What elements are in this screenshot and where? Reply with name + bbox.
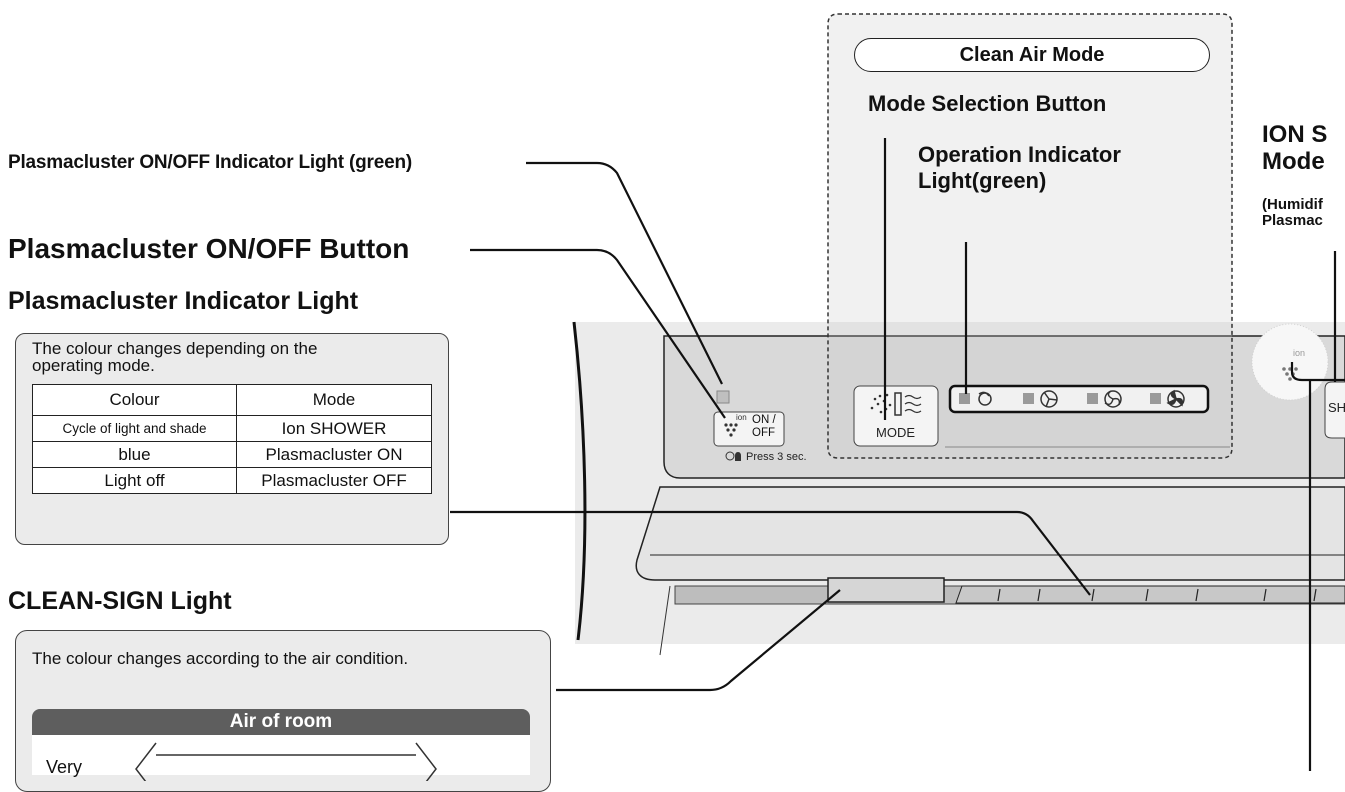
- table-cell: Cycle of light and shade: [32, 415, 237, 442]
- label-operation-indicator-1: Operation Indicator: [918, 142, 1121, 167]
- indicator-bar: [948, 384, 1210, 414]
- onoff-button-shape: [713, 411, 785, 447]
- clean-sign-window: [827, 577, 945, 603]
- indicator-leds: [959, 393, 1161, 404]
- callout-line-ion-button: [1290, 362, 1345, 382]
- air-scale-left-label: Very: [46, 757, 83, 777]
- label-operation-indicator-2: Light(green): [918, 168, 1047, 193]
- onoff-ion-tag: ion: [736, 413, 747, 422]
- ion-icon-tag: ion: [1293, 348, 1306, 358]
- clean-air-dashed-box: [827, 13, 1233, 459]
- grape-cluster-icon: [724, 423, 738, 437]
- label-ion-note-1: (Humidif: [1262, 196, 1323, 213]
- fan-swirl-icon: [978, 391, 992, 406]
- mode-button-shape: [853, 385, 939, 447]
- label-clean-sign-light: CLEAN-SIGN Light: [8, 587, 232, 615]
- press-hint: Press 3 sec.: [746, 451, 807, 463]
- pc-indicator-intro: The colour changes depending on the oper…: [32, 339, 318, 375]
- table-cell: Plasmacluster ON: [236, 441, 432, 468]
- fan-mid-icon: [1104, 390, 1122, 408]
- table-cell: Plasmacluster OFF: [236, 467, 432, 494]
- label-ion-shower-2: Mode: [1262, 148, 1325, 175]
- device-inner-edge: [659, 585, 671, 656]
- fan-high-icon: [1166, 389, 1185, 408]
- device-left-edge: [572, 321, 587, 641]
- pc-indicator-callout: The colour changes depending on the oper…: [15, 333, 449, 545]
- clean-sign-callout: The colour changes according to the air …: [15, 630, 551, 792]
- bulb-icon: [725, 451, 741, 461]
- table-header-cell: Colour: [32, 384, 237, 416]
- table-header-cell: Mode: [236, 384, 432, 416]
- callout-line-indicator: [526, 161, 723, 385]
- table-header-row: Colour Mode: [32, 384, 432, 416]
- mode-button-label[interactable]: MODE: [876, 425, 915, 440]
- ion-shower-button-label[interactable]: SH: [1328, 400, 1345, 415]
- table-cell: blue: [32, 441, 237, 468]
- label-onoff-indicator-light: Plasmacluster ON/OFF Indicator Light (gr…: [8, 152, 412, 173]
- label-mode-selection-button: Mode Selection Button: [868, 91, 1107, 116]
- air-scale-arrow: [135, 742, 437, 781]
- mist-icon: [870, 392, 922, 416]
- onoff-button-label-2[interactable]: OFF: [752, 427, 775, 439]
- ion-shower-button-shape: [1324, 381, 1345, 439]
- label-ion-note-2: Plasmac: [1262, 212, 1323, 229]
- table-row: Light off Plasmacluster OFF: [32, 467, 432, 494]
- onoff-button-label-1[interactable]: ON /: [752, 414, 776, 426]
- device-diagram: [450, 13, 1345, 771]
- table-cell: Ion SHOWER: [236, 415, 432, 442]
- tick-marks: [997, 588, 1317, 602]
- callout-line-onoff-button: [470, 248, 726, 419]
- label-onoff-button: Plasmacluster ON/OFF Button: [8, 233, 410, 264]
- table-row: Cycle of light and shade Ion SHOWER: [32, 415, 432, 442]
- air-of-room-header: Air of room: [32, 709, 530, 735]
- callout-line-pc-indicator: [450, 510, 1091, 596]
- table-row: blue Plasmacluster ON: [32, 441, 432, 468]
- clean-sign-intro: The colour changes according to the air …: [32, 649, 409, 668]
- tick-strip: [955, 585, 1345, 604]
- onoff-indicator-led: [716, 390, 730, 404]
- label-pc-indicator-light: Plasmacluster Indicator Light: [8, 287, 359, 315]
- pc-indicator-table: Colour Mode Cycle of light and shade Ion…: [32, 384, 432, 494]
- ion-button-glow: [1251, 323, 1329, 401]
- front-lip: [635, 486, 1345, 581]
- table-cell: Light off: [32, 467, 237, 494]
- fan-low-icon: [1040, 390, 1058, 408]
- label-ion-shower-1: ION S: [1262, 121, 1328, 148]
- clean-air-mode-title: Clean Air Mode: [854, 38, 1210, 72]
- callout-line-clean-sign: [556, 589, 841, 692]
